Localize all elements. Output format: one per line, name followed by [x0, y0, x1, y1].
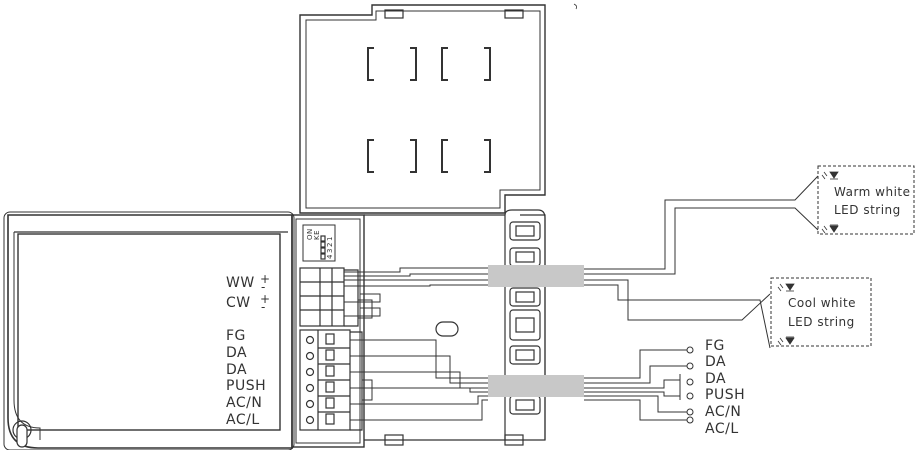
base-tray [364, 209, 546, 446]
dip-num-1: 1 [326, 236, 334, 241]
dip-on-label: ON [306, 228, 314, 240]
acl-label: AC/L [226, 412, 260, 428]
terminal-cover [299, 4, 546, 214]
out-da2-label: DA [705, 371, 726, 387]
dip-ke-label: KE [313, 230, 321, 240]
terminal-block [291, 214, 365, 448]
wires [344, 267, 488, 421]
led-icon [785, 283, 795, 291]
cw-plus: + [260, 292, 271, 306]
out-push-label: PUSH [705, 387, 745, 403]
cool-led-string-label: LED string [788, 315, 855, 329]
ww-minus: - [261, 280, 266, 294]
warm-white-label: Warm white [834, 185, 911, 199]
out-da1-label: DA [705, 354, 726, 370]
dip-num-3: 3 [326, 248, 334, 253]
push-label: PUSH [226, 378, 266, 394]
sleeve-led-bundle [488, 265, 584, 287]
led-output-connectors [299, 267, 359, 327]
fg-label: FG [226, 328, 246, 344]
cw-minus: - [261, 300, 266, 314]
da1-label: DA [226, 345, 247, 361]
cool-white-led-box [770, 277, 872, 347]
ww-plus: + [260, 272, 271, 286]
led-wires [584, 165, 915, 349]
acn-label: AC/N [226, 395, 262, 411]
warm-led-string-label: LED string [834, 203, 901, 217]
led-icon [785, 337, 795, 345]
control-wires [584, 346, 694, 424]
sleeve-control-bundle [488, 375, 584, 397]
cw-label: CW [226, 295, 251, 311]
dip-num-4: 4 [326, 254, 334, 259]
out-acl-label: AC/L [705, 421, 739, 437]
led-icon [829, 171, 839, 179]
led-icon [829, 225, 839, 233]
out-acn-label: AC/N [705, 404, 741, 420]
out-fg-label: FG [705, 338, 725, 354]
ww-label: WW [226, 275, 255, 291]
da2-label: DA [226, 362, 247, 378]
warm-white-led-box [817, 165, 915, 235]
control-mains-terminal [299, 329, 363, 431]
driver-housing [3, 211, 295, 450]
dip-switch [302, 224, 336, 262]
cool-white-label: Cool white [788, 296, 856, 310]
dip-num-2: 2 [326, 242, 334, 247]
